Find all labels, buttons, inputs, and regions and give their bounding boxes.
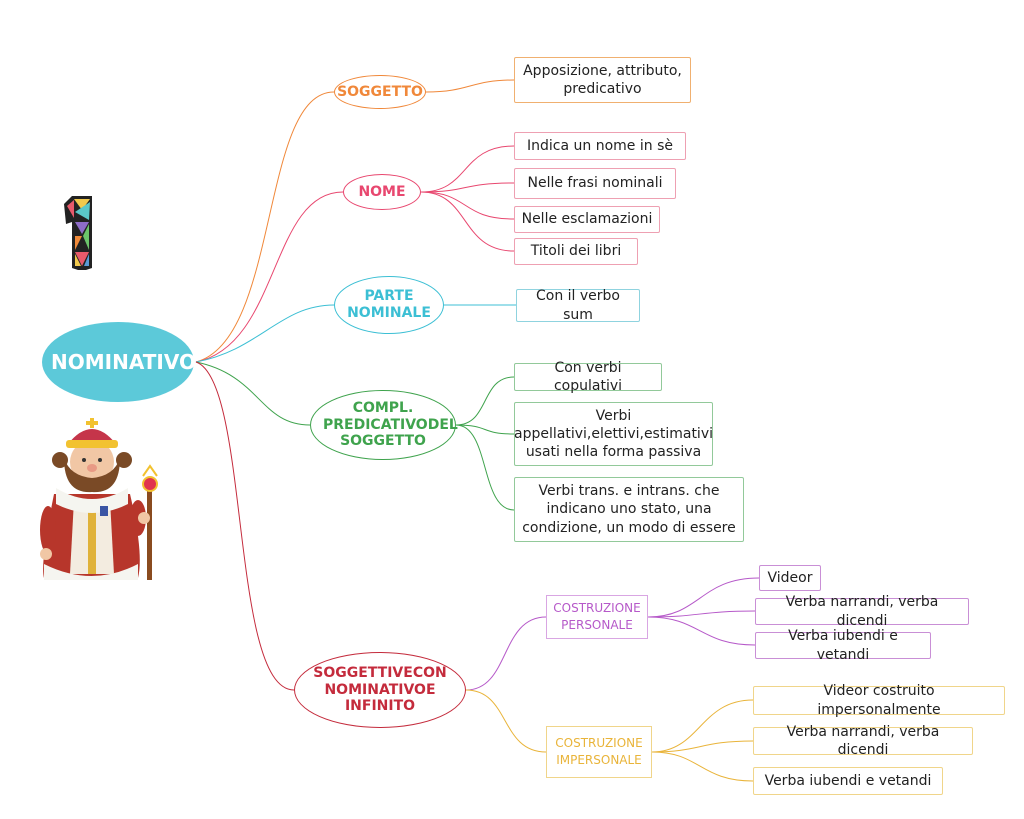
leaf-label: Verba iubendi e vetandi <box>764 772 932 789</box>
leaf-impersonale-3[interactable]: Verba iubendi e vetandi <box>753 767 943 795</box>
leaf-label: Verbi appellativi,elettivi,estimativi us… <box>514 407 713 461</box>
leaf-label: Apposizione, attributo, predicativo <box>523 62 682 97</box>
link-soggettive-personale <box>465 616 547 691</box>
subnode-costruzione-impersonale[interactable]: COSTRUZIONE IMPERSONALE <box>546 726 652 778</box>
leaf-personale-2[interactable]: Verba narrandi, verba dicendi <box>755 594 969 629</box>
branch-label: PARTE NOMINALE <box>347 288 431 321</box>
king-illustration <box>40 418 158 580</box>
branch-label: NOME <box>358 183 406 200</box>
root-label: NOMINATIVO <box>51 350 196 374</box>
leaf-personale-1[interactable]: Videor <box>759 565 821 591</box>
link-compl-leaf-3 <box>455 424 515 511</box>
leaf-personale-3[interactable]: Verba iubendi e vetandi <box>755 628 931 663</box>
link-impersonale-leaf-1 <box>651 699 754 753</box>
leaf-parte-nominale-1[interactable]: Con il verbo sum <box>516 288 640 323</box>
leaf-label: Verba narrandi, verba dicendi <box>785 594 939 629</box>
leaf-label: Titoli dei libri <box>530 243 622 260</box>
leaf-compl-3[interactable]: Verbi trans. e intrans. che indicano uno… <box>514 477 744 542</box>
link-root-parte <box>195 304 335 363</box>
leaf-label: Con verbi copulativi <box>553 359 623 394</box>
root-node-nominativo[interactable]: NOMINATIVO <box>42 322 196 402</box>
link-compl-leaf-1 <box>455 376 515 426</box>
subnode-label: COSTRUZIONE IMPERSONALE <box>555 736 643 767</box>
link-root-soggettive <box>195 361 295 691</box>
link-nome-leaf-3 <box>420 191 515 220</box>
leaf-label: Indica un nome in sè <box>527 137 673 154</box>
leaf-label: Verbi trans. e intrans. che indicano uno… <box>522 483 736 536</box>
leaf-compl-1[interactable]: Con verbi copulativi <box>514 360 662 394</box>
branch-label: SOGGETTO <box>337 83 423 100</box>
branch-label: COMPL. PREDICATIVODEL SOGGETTO <box>323 399 458 450</box>
branch-node-parte-nominale[interactable]: PARTE NOMINALE <box>334 276 444 334</box>
link-soggetto-leaf <box>425 79 515 93</box>
leaf-soggetto-1[interactable]: Apposizione, attributo, predicativo <box>514 57 691 103</box>
leaf-label: Verba narrandi, verba dicendi <box>786 723 940 758</box>
branch-node-soggetto[interactable]: SOGGETTO <box>334 75 426 109</box>
leaf-nome-1[interactable]: Indica un nome in sè <box>514 132 686 160</box>
leaf-label: Videor costruito impersonalmente <box>817 683 941 718</box>
leaf-label: Con il verbo sum <box>536 288 620 323</box>
link-soggettive-impersonale <box>465 689 547 753</box>
branch-node-compl-predicativo[interactable]: COMPL. PREDICATIVODEL SOGGETTO <box>310 390 458 460</box>
leaf-impersonale-1[interactable]: Videor costruito impersonalmente <box>753 683 1005 718</box>
link-nome-leaf-2 <box>420 182 515 193</box>
leaf-label: Videor <box>767 569 813 586</box>
number-one-illustration <box>64 196 92 270</box>
link-root-nome <box>195 191 344 363</box>
link-compl-leaf-2 <box>455 424 515 435</box>
link-impersonale-leaf-3 <box>651 751 754 782</box>
subnode-label: COSTRUZIONE PERSONALE <box>553 601 641 632</box>
link-impersonale-leaf-2 <box>651 740 754 753</box>
branch-node-soggettive[interactable]: SOGGETTIVECON NOMINATIVOE INFINITO <box>294 652 466 728</box>
link-root-compl <box>195 361 311 426</box>
link-personale-leaf-3 <box>647 616 756 646</box>
link-root-soggetto <box>195 91 335 363</box>
leaf-nome-3[interactable]: Nelle esclamazioni <box>514 206 660 233</box>
leaf-impersonale-2[interactable]: Verba narrandi, verba dicendi <box>753 724 973 758</box>
link-nome-leaf-4 <box>420 191 515 252</box>
leaf-label: Nelle frasi nominali <box>527 175 663 192</box>
leaf-nome-2[interactable]: Nelle frasi nominali <box>514 168 676 199</box>
link-personale-leaf-1 <box>647 577 760 618</box>
link-nome-leaf-1 <box>420 145 515 193</box>
branch-label: SOGGETTIVECON NOMINATIVOE INFINITO <box>313 664 447 715</box>
subnode-costruzione-personale[interactable]: COSTRUZIONE PERSONALE <box>546 595 648 639</box>
leaf-label: Nelle esclamazioni <box>521 211 653 228</box>
leaf-label: Verba iubendi e vetandi <box>788 628 898 663</box>
leaf-compl-2[interactable]: Verbi appellativi,elettivi,estimativi us… <box>514 402 713 466</box>
branch-node-nome[interactable]: NOME <box>343 174 421 210</box>
leaf-nome-4[interactable]: Titoli dei libri <box>514 238 638 265</box>
link-personale-leaf-2 <box>647 610 756 618</box>
